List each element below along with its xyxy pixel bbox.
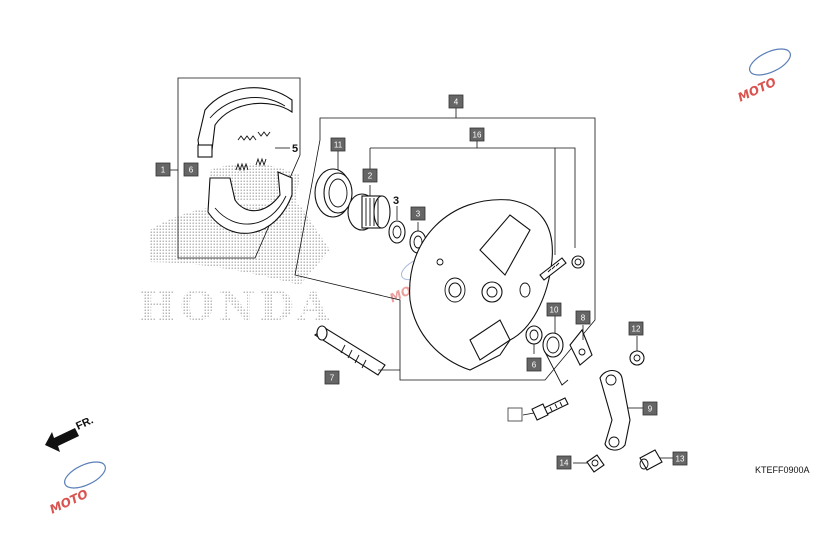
callout-tag-label: 3	[416, 210, 421, 219]
washer-6	[525, 325, 543, 354]
callout-tag-box	[575, 310, 591, 325]
speedometer-gear	[347, 185, 391, 231]
callout-tag-label: 10	[550, 306, 559, 315]
callout-tag-t6b: 6	[526, 357, 542, 372]
front-direction-marker: FR.	[45, 414, 95, 452]
callout-tag-label: 4	[454, 98, 459, 107]
callout-tag-label: 16	[473, 131, 482, 140]
arm-bolt	[522, 397, 569, 421]
honda-text-watermark: HONDA	[138, 283, 333, 330]
callout-tag-t13: 13	[672, 451, 688, 466]
callout-tag-label: 11	[334, 141, 343, 150]
callout-tag-box	[155, 162, 171, 177]
callout-tag-t6: 6	[183, 162, 199, 177]
callout-tag-t9: 9	[642, 401, 658, 416]
svg-text:MOTO: MOTO	[48, 487, 91, 517]
brake-cam-shaft	[314, 325, 400, 376]
plain-number-5: 5	[292, 143, 298, 155]
callout-tag-label: 6	[189, 166, 194, 175]
callout-tag-box	[628, 321, 644, 336]
callout-tag-t12: 12	[628, 321, 644, 336]
callout-tag-box	[183, 162, 199, 177]
plain-number-3: 3	[393, 195, 399, 207]
wear-indicator	[569, 325, 593, 366]
callout-tag-t16: 16	[469, 127, 485, 142]
brake-shoe-upper	[197, 87, 293, 158]
brake-spring-pair	[235, 131, 290, 172]
callout-tag-t11: 11	[330, 137, 346, 152]
callout-tag-label: 14	[560, 459, 569, 468]
front-label: FR.	[74, 414, 95, 432]
callout-tag-t7: 7	[324, 370, 340, 385]
lever-pin	[573, 454, 605, 473]
callout-tag-box	[448, 94, 464, 109]
brake-arm	[599, 369, 643, 451]
callout-tag-box	[324, 370, 340, 385]
callout-tag-t2: 2	[362, 168, 378, 183]
callout-tag-label: 1	[161, 166, 166, 175]
callout-tag-box	[672, 451, 688, 466]
callout-tag-box	[362, 168, 378, 183]
callout-tag-t1: 1	[155, 162, 171, 177]
callout-tag-label: 12	[632, 325, 641, 334]
callout-tag-t8: 8	[575, 310, 591, 325]
callout-tag-t14: 14	[556, 455, 572, 470]
lever-nut	[629, 336, 645, 366]
callout-tag-label: 9	[648, 405, 653, 414]
rod-joint	[639, 449, 673, 471]
callout-tag-box	[556, 455, 572, 470]
callout-tag-t4: 4	[448, 94, 464, 109]
callout-tag-label: 13	[676, 455, 685, 464]
svg-text:MOTO: MOTO	[736, 75, 779, 105]
washer-3	[388, 206, 406, 244]
return-spring	[542, 315, 569, 386]
callout-tag-t10: 10	[546, 302, 562, 317]
callout-tag-box	[507, 407, 523, 422]
oil-seal	[314, 150, 353, 218]
callout-tag-t15	[507, 407, 523, 422]
callout-tag-box	[546, 302, 562, 317]
callout-tag-label: 2	[368, 172, 373, 181]
brake-panel	[409, 199, 553, 371]
callout-tag-box	[469, 127, 485, 142]
callout-tag-box	[526, 357, 542, 372]
callout-tag-label: 7	[330, 374, 335, 383]
adjuster-bolt	[539, 257, 567, 281]
brake-shoe-lower	[207, 171, 293, 234]
callout-tag-box	[330, 137, 346, 152]
callout-tag-t3: 3	[410, 206, 426, 221]
honda-wing-watermark: HONDA	[138, 163, 333, 330]
callout-tag-label: 8	[581, 314, 586, 323]
callout-tag-box	[410, 206, 426, 221]
diagram-code: KTEFF0900A	[755, 465, 810, 475]
callout-tag-box	[642, 401, 658, 416]
callout-tag-label: 6	[532, 361, 537, 370]
moto-watermark-top-right: MOTO	[736, 48, 791, 105]
moto-watermark-bottom-left: MOTO	[48, 461, 106, 517]
panel-assembly-box	[294, 108, 596, 381]
adjuster-nut	[571, 255, 585, 269]
